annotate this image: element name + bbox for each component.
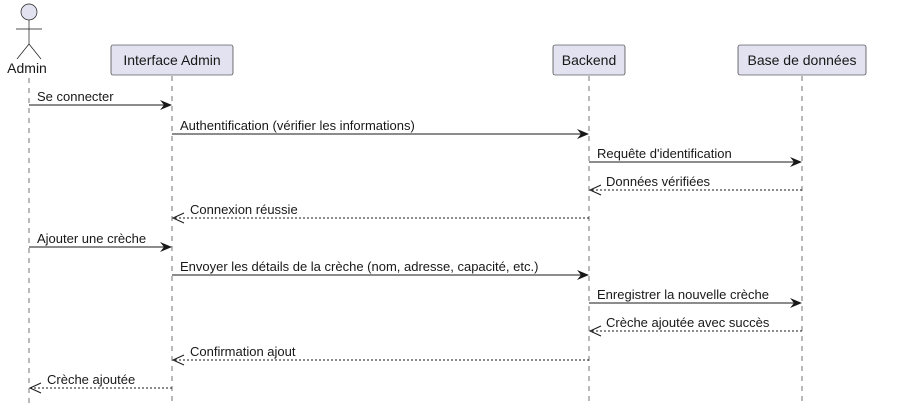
message-label: Enregistrer la nouvelle crèche <box>597 287 769 302</box>
participant-backend: Backend <box>552 44 626 76</box>
message-3: Requête d'identification <box>589 146 802 167</box>
message-label: Authentification (vérifier les informati… <box>180 118 415 133</box>
message-10: Confirmation ajout <box>171 344 589 366</box>
message-label: Envoyer les détails de la crèche (nom, a… <box>180 259 538 274</box>
message-label: Requête d'identification <box>597 146 732 161</box>
participant-interface-admin: Interface Admin <box>110 44 234 76</box>
message-label: Confirmation ajout <box>190 344 296 359</box>
message-label: Crèche ajoutée <box>47 372 135 387</box>
message-label: Ajouter une crèche <box>37 231 146 246</box>
participant-label-base-de-donnees: Base de données <box>748 52 857 68</box>
participant-base-de-donnees: Base de données <box>737 44 867 76</box>
participant-label-backend: Backend <box>562 52 616 68</box>
message-8: Enregistrer la nouvelle crèche <box>589 287 802 308</box>
message-6: Ajouter une crèche <box>29 231 172 252</box>
message-label: Crèche ajoutée avec succès <box>606 315 770 330</box>
actor-label-admin: Admin <box>7 60 47 76</box>
message-label: Données vérifiées <box>606 174 711 189</box>
message-1: Se connecter <box>29 89 172 110</box>
message-7: Envoyer les détails de la crèche (nom, a… <box>172 259 589 280</box>
message-5: Connexion réussie <box>171 202 589 224</box>
message-11: Crèche ajoutée <box>28 372 172 394</box>
message-4: Données vérifiées <box>588 174 802 196</box>
participant-label-interface-admin: Interface Admin <box>123 52 220 68</box>
admin-actor-icon <box>16 3 42 60</box>
message-9: Crèche ajoutée avec succès <box>588 315 802 337</box>
message-2: Authentification (vérifier les informati… <box>172 118 589 139</box>
message-label: Se connecter <box>37 89 114 104</box>
message-label: Connexion réussie <box>190 202 298 217</box>
